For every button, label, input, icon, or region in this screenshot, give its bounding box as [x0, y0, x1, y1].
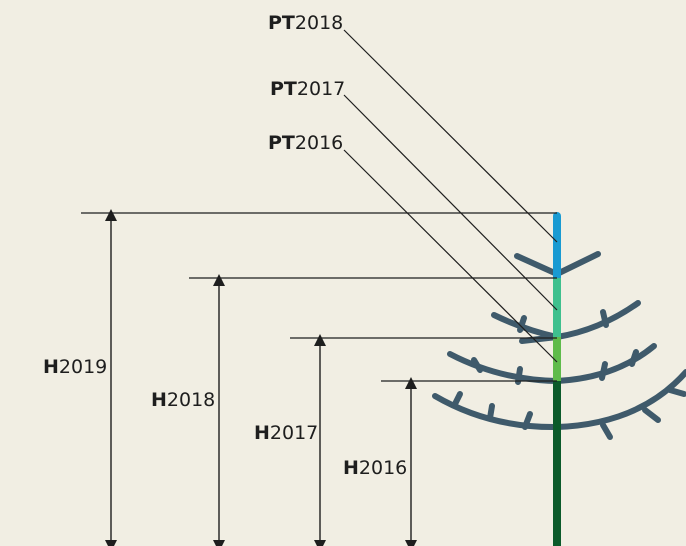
label-h2017-year: 2017	[269, 422, 319, 444]
leader-line-pt2016	[343, 149, 558, 363]
label-h2018-prefix: H	[151, 389, 167, 411]
label-h2016: H2016	[343, 459, 407, 478]
reference-lines	[81, 212, 557, 382]
label-h2017: H2017	[254, 424, 318, 443]
label-h2016-year: 2016	[358, 457, 408, 479]
label-pt2016-prefix: PT	[268, 132, 295, 154]
label-pt2017-year: 2017	[296, 78, 346, 100]
label-h2018: H2018	[151, 391, 215, 410]
label-pt2016-year: 2016	[294, 132, 344, 154]
label-h2019-year: 2019	[58, 356, 108, 378]
label-pt2018-year: 2018	[294, 12, 344, 34]
label-pt2018-prefix: PT	[268, 12, 295, 34]
label-h2019-prefix: H	[43, 356, 59, 378]
height-arrows	[105, 209, 417, 546]
tree-trunk	[553, 212, 561, 546]
tree-branches	[432, 251, 686, 440]
label-h2017-prefix: H	[254, 422, 270, 444]
label-pt2017-prefix: PT	[270, 78, 297, 100]
label-pt2018: PT2018	[268, 14, 343, 33]
label-h2019: H2019	[43, 358, 107, 377]
label-pt2016: PT2016	[268, 134, 343, 153]
label-h2016-prefix: H	[343, 457, 359, 479]
leader-line-pt2017	[343, 94, 558, 311]
leader-lines	[343, 29, 558, 363]
label-h2018-year: 2018	[166, 389, 216, 411]
label-pt2017: PT2017	[270, 80, 345, 99]
leader-line-pt2018	[343, 29, 558, 243]
